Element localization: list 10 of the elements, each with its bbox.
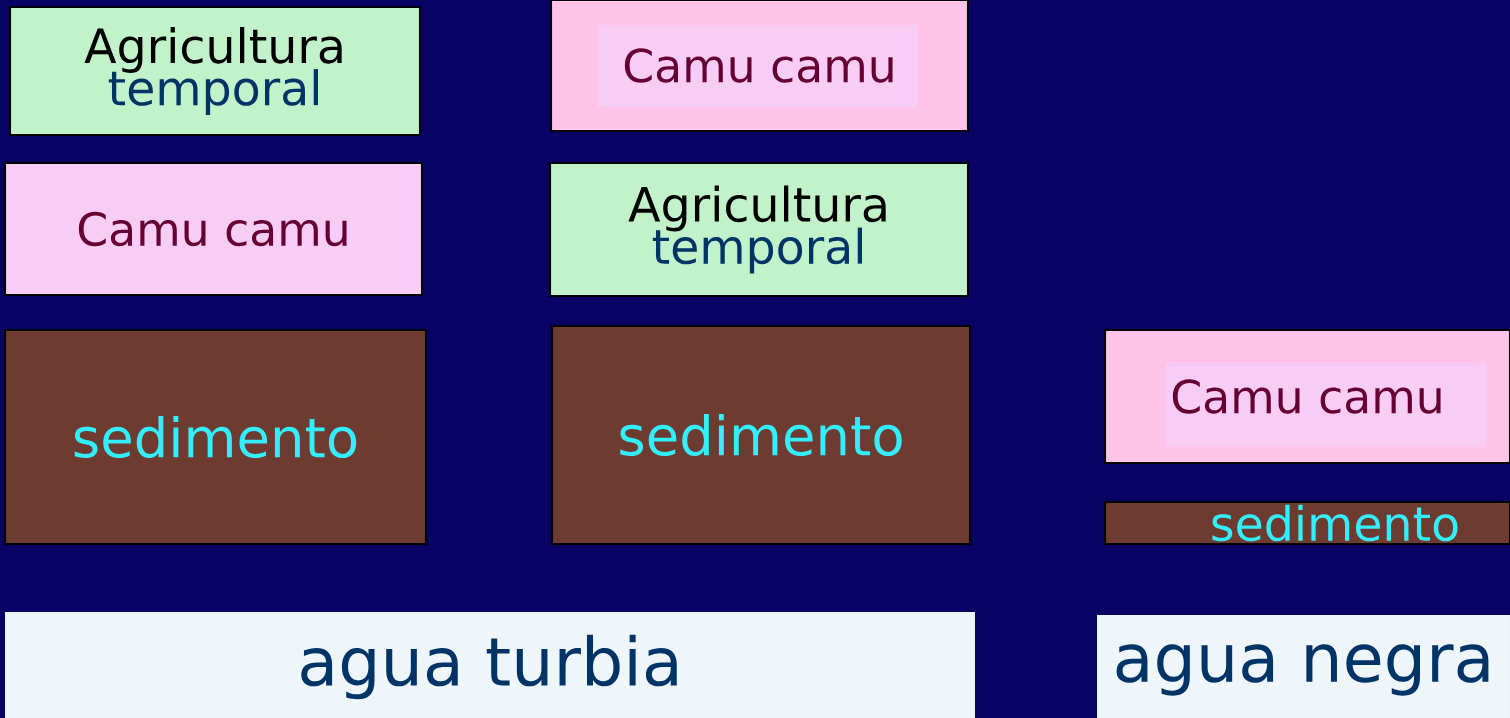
- sediment-layer: sedimento: [3, 328, 428, 546]
- crop-box: Agricultura temporal: [548, 161, 970, 298]
- crop-box: Camu camu: [549, 0, 970, 133]
- crop-box: Agricultura temporal: [8, 5, 422, 137]
- water-band: agua negra: [1097, 615, 1510, 718]
- sediment-layer: sedimento: [550, 324, 972, 546]
- crop-box: Camu camu: [1103, 328, 1510, 465]
- sediment-layer: sedimento: [1103, 500, 1510, 546]
- water-band: agua turbia: [5, 612, 975, 718]
- crop-box: Camu camu: [3, 161, 424, 297]
